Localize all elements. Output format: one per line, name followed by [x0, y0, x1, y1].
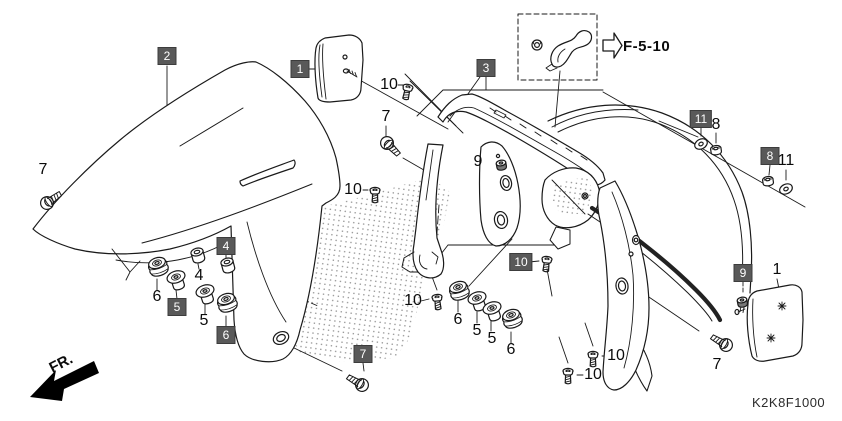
callout-9: 9 — [473, 153, 483, 170]
callout-box-10: 10 — [509, 253, 533, 271]
fender-stay — [401, 93, 606, 279]
callout-10: 10 — [404, 292, 422, 309]
callout-box-6: 6 — [216, 326, 236, 344]
callout-10: 10 — [584, 366, 602, 383]
fender-b-arc — [547, 104, 753, 392]
callout-6: 6 — [152, 288, 162, 305]
callout-5: 5 — [472, 322, 482, 339]
callout-box-9: 9 — [733, 264, 753, 282]
callout-4: 4 — [194, 267, 204, 284]
callout-8: 8 — [711, 116, 721, 133]
callout-box-11: 11 — [689, 110, 713, 128]
fr-arrow-icon — [30, 361, 99, 401]
fender-mount-hole — [272, 330, 290, 346]
callout-box-7: 7 — [353, 345, 373, 363]
callout-6: 6 — [506, 341, 516, 358]
stipple-shading — [288, 177, 450, 362]
callout-6: 6 — [453, 311, 463, 328]
reference-arrow-icon — [602, 32, 623, 59]
callout-7: 7 — [38, 161, 48, 178]
callout-5: 5 — [199, 312, 209, 329]
callout-box-8: 8 — [760, 147, 780, 165]
callout-box-2: 2 — [157, 47, 177, 65]
callout-11: 11 — [777, 152, 795, 169]
callout-10: 10 — [380, 76, 398, 93]
callout-5: 5 — [487, 330, 497, 347]
callout-10: 10 — [607, 347, 625, 364]
callout-1: 1 — [772, 261, 782, 278]
detail-reference-label: F-5-10 — [623, 38, 671, 55]
callout-box-1: 1 — [290, 60, 310, 78]
callout-10: 10 — [344, 181, 362, 198]
reflector-stud — [342, 68, 358, 78]
reflector-top — [314, 34, 364, 103]
diagram-code: K2K8F1000 — [752, 395, 826, 410]
callout-box-4: 4 — [216, 237, 236, 255]
callout-box-5: 5 — [167, 298, 187, 316]
callout-box-3: 3 — [476, 59, 496, 77]
callout-7: 7 — [712, 356, 722, 373]
front-fender — [32, 61, 341, 363]
callout-7: 7 — [381, 108, 391, 125]
detail-reference-box — [517, 13, 623, 81]
